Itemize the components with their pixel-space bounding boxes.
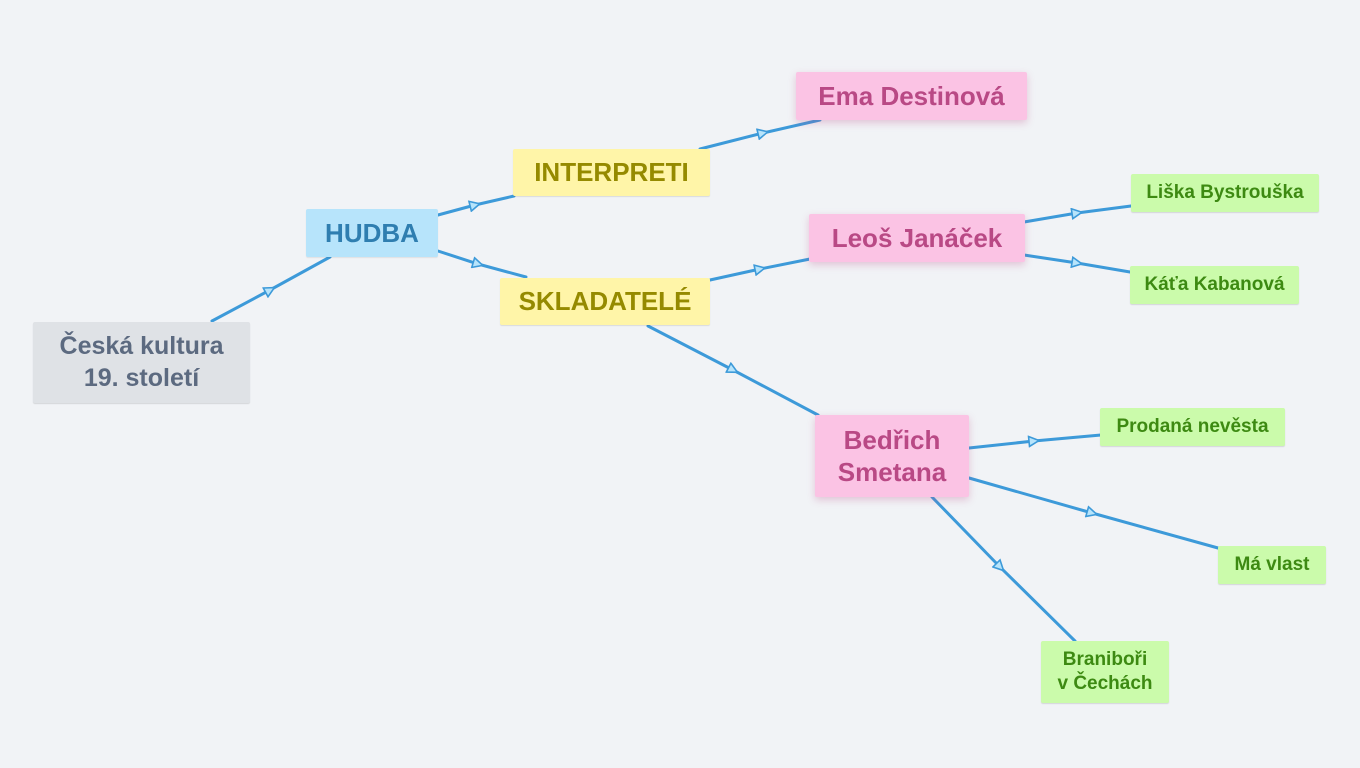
node-skladatele-label: SKLADATELÉ: [518, 286, 692, 317]
node-kata-kabanova-label: Káťa Kabanová: [1144, 274, 1285, 296]
node-hudba-label: HUDBA: [325, 217, 419, 248]
node-bedrich-smetana[interactable]: Bedřich Smetana: [815, 415, 969, 497]
node-skladatele[interactable]: SKLADATELÉ: [500, 278, 710, 325]
edge-janacek-liska: [1022, 204, 1133, 224]
node-liska-bystrouska[interactable]: Liška Bystrouška: [1131, 174, 1319, 212]
root-node-label: Česká kultura 19. století: [59, 332, 224, 392]
node-bedrich-smetana-label: Bedřich Smetana: [837, 424, 947, 488]
node-ma-vlast-label: Má vlast: [1234, 554, 1310, 576]
edge-smetana-branibori: [930, 495, 1077, 643]
edge-skladatele-smetana: [646, 324, 820, 417]
node-liska-bystrouska-label: Liška Bystrouška: [1146, 182, 1304, 204]
node-branibori[interactable]: Braniboři v Čechách: [1041, 641, 1169, 703]
node-branibori-label: Braniboři v Čechách: [1057, 649, 1153, 694]
node-ma-vlast[interactable]: Má vlast: [1218, 546, 1326, 584]
edge-interpreti-destinova: [698, 118, 822, 151]
node-hudba[interactable]: HUDBA: [306, 209, 438, 257]
edge-hudba-skladatele: [436, 249, 528, 279]
root-node[interactable]: Česká kultura 19. století: [33, 322, 250, 403]
node-kata-kabanova[interactable]: Káťa Kabanová: [1130, 266, 1299, 304]
edge-skladatele-janacek: [708, 257, 812, 282]
node-interpreti-label: INTERPRETI: [534, 157, 689, 188]
node-leos-janacek[interactable]: Leoš Janáček: [809, 214, 1025, 262]
node-ema-destinova-label: Ema Destinová: [818, 80, 1005, 111]
edge-smetana-prodana: [967, 433, 1103, 450]
edge-hudba-interpreti: [436, 194, 516, 217]
edge-janacek-kata: [1022, 253, 1132, 274]
node-prodana-nevesta[interactable]: Prodaná nevěsta: [1100, 408, 1285, 446]
edge-root-hudba: [210, 255, 332, 323]
node-leos-janacek-label: Leoš Janáček: [831, 222, 1003, 253]
edge-smetana-mavlast: [967, 476, 1220, 550]
node-prodana-nevesta-label: Prodaná nevěsta: [1116, 416, 1269, 438]
node-ema-destinova[interactable]: Ema Destinová: [796, 72, 1027, 120]
node-interpreti[interactable]: INTERPRETI: [513, 149, 710, 196]
